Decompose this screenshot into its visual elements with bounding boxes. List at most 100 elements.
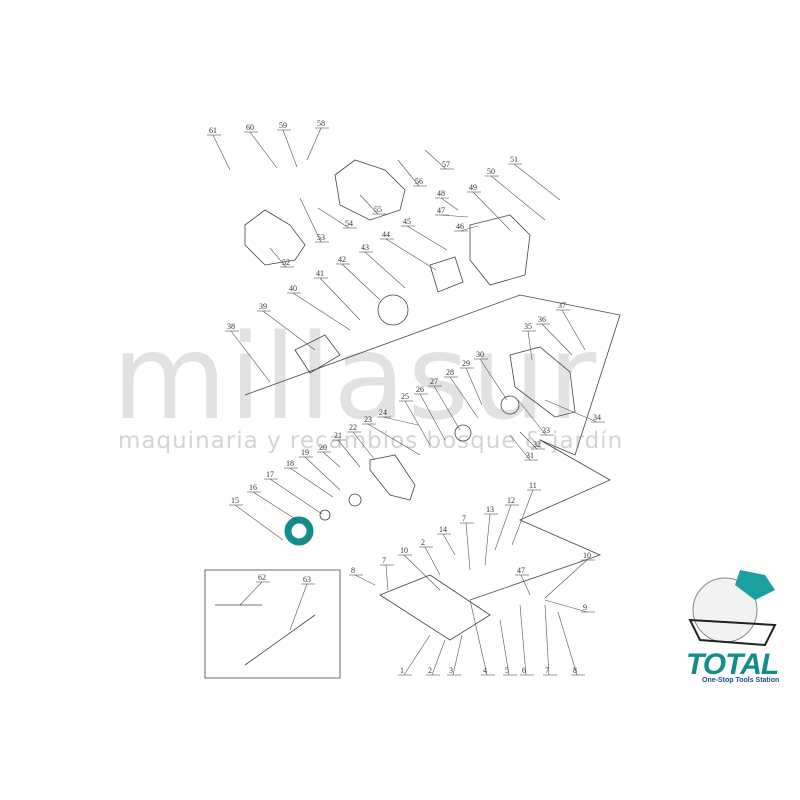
accessory-inset-box <box>204 569 341 679</box>
part-label: 59 <box>279 121 287 130</box>
leader-line <box>469 599 488 676</box>
logo-tagline: One-Stop Tools Station <box>702 677 780 684</box>
part-label: 53 <box>317 233 325 242</box>
leader-line <box>367 423 421 456</box>
watermark-brand: millasur <box>112 308 599 446</box>
leader-line <box>304 456 341 491</box>
part-label: 61 <box>209 126 217 135</box>
part-label: 34 <box>593 413 601 422</box>
leader-line <box>337 439 361 468</box>
watermark-tagline: maquinaria y recambios bosque & jardín <box>118 428 624 454</box>
part-label: 49 <box>469 183 477 192</box>
part-label: 21 <box>334 431 342 440</box>
part-label: 54 <box>345 219 353 228</box>
leader-line <box>341 263 381 301</box>
total-logo: TOTAL <box>686 648 779 681</box>
part-label: 2 <box>428 666 432 675</box>
lower-guard <box>369 454 416 501</box>
leader-line <box>544 399 598 423</box>
leader-line <box>459 225 479 232</box>
part-label: 7 <box>382 556 386 565</box>
part-label: 41 <box>316 269 324 278</box>
part-label: 31 <box>526 451 534 460</box>
leader-line <box>385 564 389 591</box>
leader-line <box>406 225 448 251</box>
part-label: 42 <box>338 255 346 264</box>
part-label: 57 <box>442 160 450 169</box>
leader-line <box>519 431 538 450</box>
part-label: 52 <box>282 258 290 267</box>
part-label: 26 <box>416 385 424 394</box>
assembly-outline <box>204 159 621 679</box>
part-label: 10 <box>583 551 591 560</box>
leader-line <box>252 491 301 523</box>
part-label: 44 <box>382 230 390 239</box>
part-label: 13 <box>486 505 494 514</box>
part-label: 39 <box>259 302 267 311</box>
leader-line <box>306 127 322 161</box>
leader-line <box>520 574 531 596</box>
part-label: 5 <box>505 666 509 675</box>
leader-line <box>234 504 284 541</box>
armature <box>294 334 341 374</box>
handle-right-half <box>334 159 406 221</box>
part-label: 60 <box>246 123 254 132</box>
leader-line <box>484 513 491 566</box>
leader-line <box>239 581 263 606</box>
upper-guard <box>509 346 576 418</box>
part-label: 19 <box>301 448 309 457</box>
leader-line <box>269 478 323 515</box>
leader-line <box>354 574 376 586</box>
part-label: 43 <box>361 243 369 252</box>
part-label: 24 <box>379 408 387 417</box>
leader-line <box>352 431 376 461</box>
leader-line <box>292 292 351 331</box>
leader-line <box>479 358 508 401</box>
part-label: 28 <box>446 368 454 377</box>
part-label: 22 <box>349 423 357 432</box>
part-label: 16 <box>249 483 257 492</box>
part-label: 58 <box>317 119 325 128</box>
leader-line <box>230 330 271 383</box>
leader-line <box>511 489 534 546</box>
part-label: 37 <box>558 301 566 310</box>
part-label: 12 <box>507 496 515 505</box>
leader-line <box>262 310 316 351</box>
part-label: 32 <box>533 440 541 449</box>
leader-line <box>442 533 456 556</box>
base-plate <box>379 574 491 641</box>
part-label: 38 <box>227 322 235 331</box>
leader-line <box>382 416 419 426</box>
leader-line <box>440 197 459 211</box>
leader-line <box>513 163 561 201</box>
leader-line <box>359 194 379 215</box>
part-label: 14 <box>439 525 447 534</box>
part-label: 29 <box>462 359 470 368</box>
part-label: 25 <box>401 392 409 401</box>
part-label: 45 <box>403 217 411 226</box>
leader-line <box>519 604 527 676</box>
leader-line <box>452 634 463 676</box>
product-image <box>688 570 777 647</box>
leader-line <box>289 583 308 631</box>
part-label: 47 <box>437 206 445 215</box>
gear-flange <box>454 424 472 442</box>
leader-line <box>465 522 471 571</box>
part-label: 23 <box>364 415 372 424</box>
leader-line <box>403 634 431 676</box>
leader-line <box>544 604 550 676</box>
part-label: 36 <box>538 315 546 324</box>
part-label: 50 <box>487 167 495 176</box>
leader-line <box>440 214 469 218</box>
leader-line <box>289 467 334 498</box>
part-label: 47 <box>517 566 525 575</box>
leader-line <box>465 367 483 406</box>
inner-flange <box>319 509 331 521</box>
handle-left-half <box>244 209 306 266</box>
leader-line <box>472 191 511 231</box>
part-label: 4 <box>483 666 487 675</box>
part-label: 2 <box>421 538 425 547</box>
part-label: 15 <box>231 496 239 505</box>
part-label: 63 <box>303 575 311 584</box>
